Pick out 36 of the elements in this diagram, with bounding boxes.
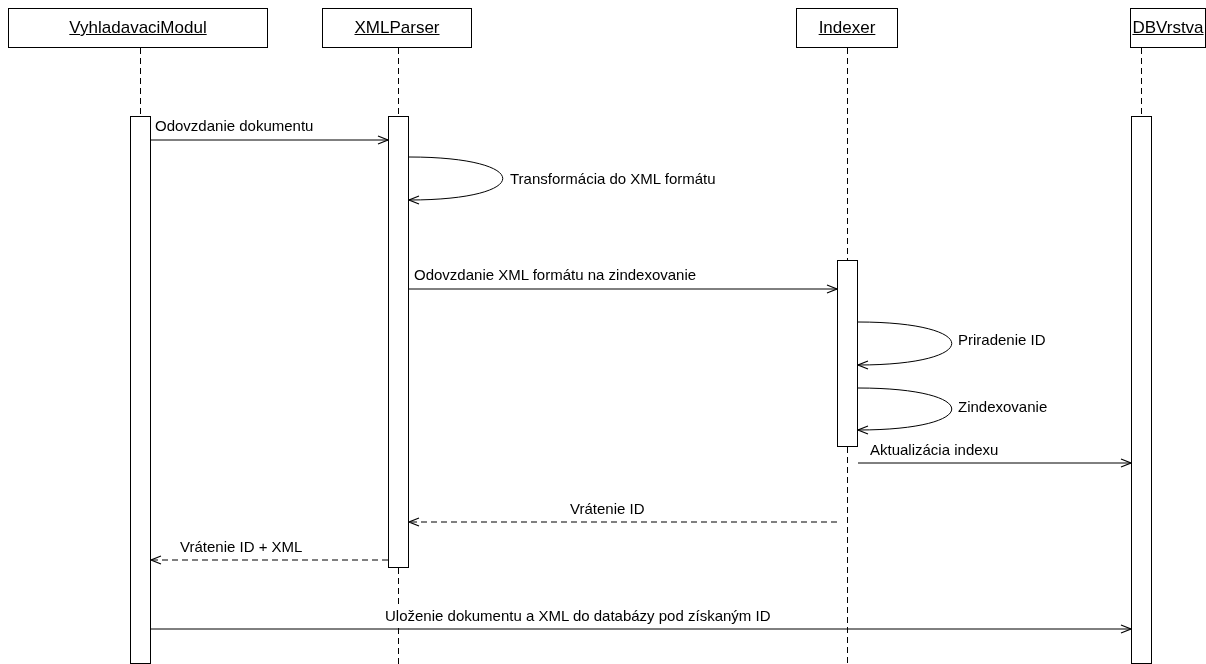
message-label: Odovzdanie dokumentu [153, 117, 316, 134]
message-label: Priradenie ID [956, 331, 1048, 348]
message-label: Vrátenie ID + XML [178, 538, 305, 555]
lifeline [847, 47, 848, 261]
activation-bar [388, 116, 409, 568]
lifeline-header [1130, 8, 1206, 48]
message-arrow [408, 284, 838, 294]
self-message-arrow [857, 321, 953, 370]
self-message-arrow [408, 156, 504, 205]
participant-name: Indexer [818, 18, 876, 38]
message-arrow [857, 458, 1132, 468]
lifeline [398, 47, 399, 117]
message-label: Odovzdanie XML formátu na zindexovanie [412, 266, 699, 283]
lifeline [1141, 47, 1142, 117]
lifeline [847, 446, 848, 664]
self-message-arrow [857, 387, 953, 435]
message-label: Vrátenie ID [568, 500, 647, 517]
activation-bar [1131, 116, 1152, 664]
lifeline-header [8, 8, 268, 48]
lifeline-header [796, 8, 898, 48]
message-arrow [150, 135, 389, 145]
lifeline [140, 47, 141, 117]
activation-bar [837, 260, 858, 447]
participant-name: XMLParser [354, 18, 440, 38]
message-label: Uloženie dokumentu a XML do databázy pod získaným ID [383, 607, 773, 624]
activation-bar [130, 116, 151, 664]
lifeline [398, 567, 399, 664]
return-arrow [150, 555, 389, 565]
participant-name: DBVrstva [1132, 18, 1204, 38]
message-label: Zindexovanie [956, 398, 1050, 415]
message-label: Aktualizácia indexu [868, 441, 1001, 458]
return-arrow [408, 517, 838, 527]
participant-name: VyhladavaciModul [69, 18, 207, 38]
message-arrow [150, 624, 1132, 634]
message-label: Transformácia do XML formátu [508, 170, 718, 187]
lifeline-header [322, 8, 472, 48]
